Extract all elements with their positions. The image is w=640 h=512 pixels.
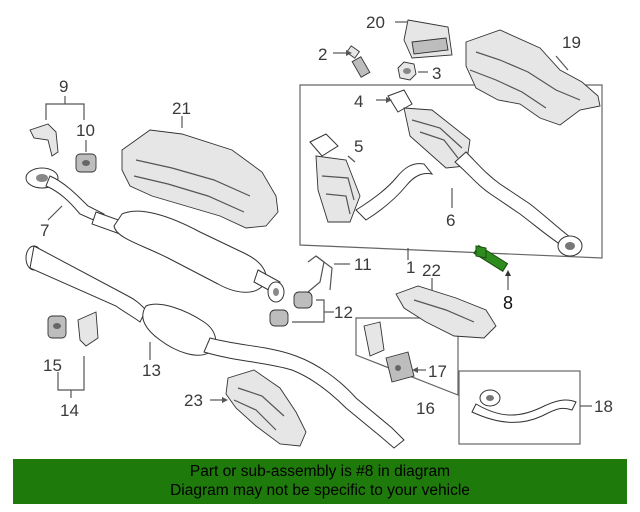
callout-7: 7 — [40, 221, 49, 240]
part-10-rubber-insulator[interactable] — [75, 140, 97, 173]
part-23-heat-shield[interactable] — [210, 369, 307, 447]
part-15-insulator[interactable] — [47, 315, 67, 339]
part-2-oxygen-sensor[interactable] — [333, 45, 371, 78]
part-18-tailpipe-extension[interactable] — [471, 389, 592, 423]
callout-9: 9 — [59, 77, 68, 96]
callout-15: 15 — [43, 356, 62, 375]
callout-20: 20 — [366, 13, 385, 32]
part-1-catalytic-converter[interactable] — [376, 89, 583, 257]
callout-16: 16 — [416, 399, 435, 418]
part-5-catalytic-converter[interactable] — [309, 133, 434, 223]
part-14-bracket[interactable] — [57, 311, 99, 398]
callout-22: 22 — [422, 261, 441, 280]
part-11-hanger[interactable] — [307, 255, 350, 293]
callout-1: 1 — [406, 258, 415, 277]
callout-11: 11 — [354, 255, 372, 274]
part-center-pipe-muffler[interactable] — [91, 210, 285, 303]
callout-5: 5 — [354, 137, 363, 156]
part-7-front-pipe[interactable] — [25, 167, 105, 223]
part-8-bolt[interactable] — [473, 244, 511, 290]
assembly-box-18 — [458, 370, 581, 445]
part-3-nut[interactable] — [397, 61, 428, 81]
callout-17: 17 — [428, 362, 447, 381]
part-20-heat-shield[interactable] — [395, 19, 453, 59]
callout-12: 12 — [334, 303, 353, 322]
part-13-muffler-tailpipe[interactable] — [25, 245, 405, 449]
part-9-bracket[interactable] — [29, 96, 85, 157]
part-19-heat-shield[interactable] — [465, 29, 601, 126]
callout-2: 2 — [318, 45, 327, 64]
part-16-hanger-bracket[interactable] — [363, 321, 415, 383]
part-22-heat-shield[interactable] — [395, 278, 497, 339]
callout-6: 6 — [446, 211, 455, 230]
callout-14: 14 — [60, 401, 79, 420]
callout-23: 23 — [184, 391, 203, 410]
callout-21: 21 — [172, 99, 191, 118]
banner-line-disclaimer: Diagram may not be specific to your vehi… — [170, 482, 470, 499]
callout-labels: 1 2 3 4 5 6 7 8 9 10 11 12 13 14 15 16 1… — [40, 13, 613, 420]
callout-13: 13 — [142, 361, 161, 380]
callout-19: 19 — [562, 33, 581, 52]
part-21-heat-shield[interactable] — [121, 116, 279, 229]
callout-3: 3 — [432, 64, 441, 83]
banner-line-part: Part or sub-assembly is #8 in diagram — [189, 463, 451, 480]
callout-4: 4 — [354, 92, 363, 111]
part-12-insulators[interactable] — [269, 291, 334, 327]
callout-10: 10 — [76, 121, 95, 140]
part-info-banner: Part or sub-assembly is #8 in diagram Di… — [13, 459, 627, 504]
callout-18: 18 — [594, 397, 613, 416]
callout-8: 8 — [503, 293, 513, 313]
